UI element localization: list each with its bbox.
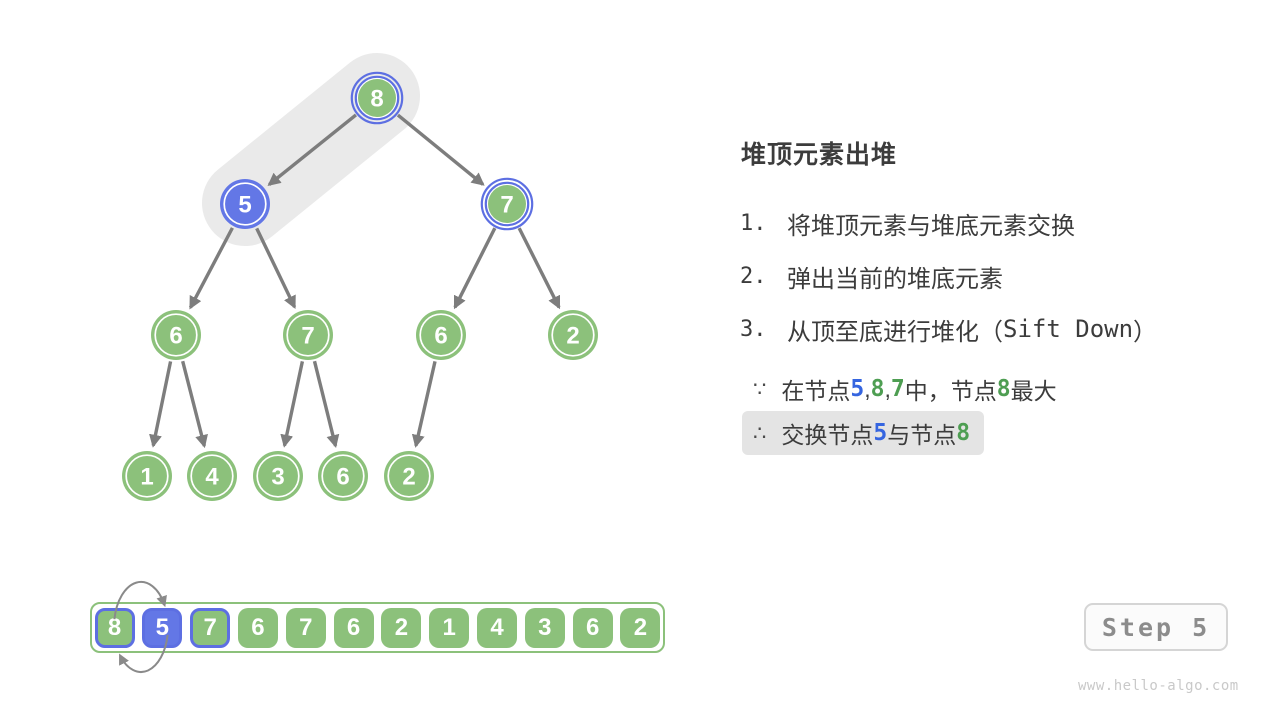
array-cell: 2 <box>381 607 422 648</box>
tree-node-value: 3 <box>271 464 284 491</box>
page-title: 堆顶元素出堆 <box>741 141 898 169</box>
array-cell: 2 <box>620 607 661 648</box>
step-list-item: 3. 从顶至底进行堆化（Sift Down） <box>740 313 1158 346</box>
text-segment: , <box>864 375 871 402</box>
text-segment: 将堆顶元素与堆底元素交换 <box>787 212 1075 240</box>
watermark: www.hello-algo.com <box>1078 678 1239 694</box>
step-number: 3. <box>740 316 767 342</box>
tree-node-value: 7 <box>500 192 513 219</box>
tree-node: 1 <box>122 451 172 501</box>
step-number: 2. <box>740 263 767 289</box>
array-cell: 7 <box>190 607 231 648</box>
step-badge: Step 5 <box>1084 603 1228 651</box>
tree-node: 4 <box>187 451 237 501</box>
tree-node-value: 5 <box>238 192 251 219</box>
tree-edge <box>181 360 208 449</box>
tree-node-value: 1 <box>140 464 153 491</box>
steps-list: 1. 将堆顶元素与堆底元素交换 2. 弹出当前的堆底元素 3. 从顶至底进行堆化（Sift… <box>740 207 1157 366</box>
tree-edge <box>453 227 497 310</box>
tree-node-value: 6 <box>434 323 447 350</box>
text-segment: 从顶至底进行堆化（ <box>787 318 1003 346</box>
tree-node: 6 <box>318 451 368 501</box>
step-list-item: 1. 将堆顶元素与堆底元素交换 <box>740 207 1157 240</box>
tree-edge <box>312 360 340 449</box>
array-cell: 1 <box>429 607 470 648</box>
tree-node: 7 <box>480 177 534 231</box>
tree-node: 2 <box>384 451 434 501</box>
text-segment: Sift Down <box>1003 315 1134 343</box>
tree-node: 5 <box>220 179 270 229</box>
tree-edge <box>396 113 485 186</box>
text-segment: 最大 <box>1010 378 1057 404</box>
tree-edge <box>280 361 305 448</box>
text-segment: 在节点 <box>781 378 851 404</box>
array-cell: 6 <box>333 607 374 648</box>
tree-edge <box>255 227 297 310</box>
text-segment: 7 <box>890 376 905 402</box>
tree-node-value: 4 <box>205 464 219 491</box>
tree-edge <box>267 113 358 186</box>
tree-edge <box>149 361 173 448</box>
text-segment: 5 <box>873 420 888 446</box>
text-segment: 8 <box>870 376 885 402</box>
tree-node-value: 2 <box>402 464 415 491</box>
tree-node-value: 2 <box>566 323 579 350</box>
step-number: 1. <box>740 210 767 236</box>
tree-node-value: 6 <box>169 323 182 350</box>
text-segment: ） <box>1133 318 1158 346</box>
text-segment: 8 <box>956 420 971 446</box>
array-cell: 3 <box>524 607 565 648</box>
because-line: ∵ 在节点 5, 8, 7 中，节点 8 最大 <box>753 374 1057 405</box>
text-segment: 5 <box>850 376 865 402</box>
step-badge-label: Step 5 <box>1101 612 1211 642</box>
text-segment: 弹出当前的堆底元素 <box>787 265 1003 293</box>
tree-node: 6 <box>416 310 466 360</box>
tree-node: 3 <box>253 451 303 501</box>
array-cell: 7 <box>285 607 326 648</box>
swap-highlight-band <box>202 53 420 246</box>
step-list-item: 2. 弹出当前的堆底元素 <box>740 260 1157 293</box>
tree-edge <box>411 360 437 448</box>
tree-edge <box>188 227 234 310</box>
tree-node: 6 <box>151 310 201 360</box>
therefore-symbol: ∴ <box>753 421 767 445</box>
tree-node-value: 6 <box>336 464 349 491</box>
array-cell: 8 <box>94 607 135 648</box>
array-cell: 5 <box>142 607 183 648</box>
tree-node: 2 <box>548 310 598 360</box>
text-segment: 8 <box>996 376 1011 402</box>
text-segment: 中，节点 <box>904 378 997 404</box>
array-cell: 6 <box>572 607 613 648</box>
text-segment: 与节点 <box>887 422 957 448</box>
text-segment: , <box>884 375 891 402</box>
because-symbol: ∵ <box>753 377 767 401</box>
tree-node: 7 <box>283 310 333 360</box>
array-cell: 4 <box>477 607 517 648</box>
array-cell: 6 <box>237 607 278 648</box>
tree-node-value: 8 <box>370 86 383 113</box>
tree-edge <box>517 227 561 310</box>
therefore-box: ∴ 交换节点 5 与节点 8 <box>742 411 985 455</box>
tree-node-value: 7 <box>301 323 314 350</box>
text-segment: 交换节点 <box>781 422 874 448</box>
tree-node: 8 <box>350 71 404 125</box>
